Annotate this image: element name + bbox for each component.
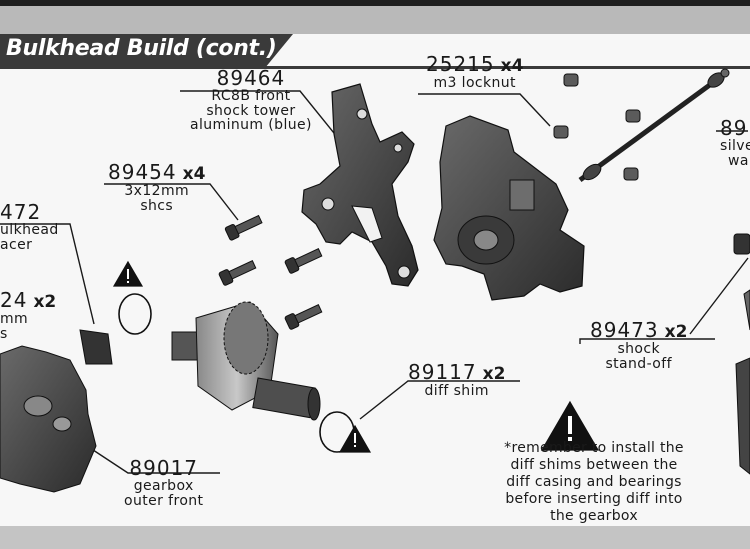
part-desc-line: shcs — [140, 197, 174, 214]
top-border — [0, 0, 750, 6]
exploded-view-illustration — [0, 68, 750, 493]
part-number: 89117 — [408, 360, 477, 384]
part-desc-line: shock tower — [206, 102, 296, 119]
part-desc-line: shock — [617, 340, 660, 357]
diff-shim-left — [118, 293, 152, 335]
part-number: 89 — [720, 116, 748, 140]
warning-note-line: *remember to install the — [504, 440, 684, 456]
screws — [218, 214, 323, 330]
part-desc-line: wa — [728, 152, 749, 169]
part-desc-line: ulkhead — [0, 222, 59, 238]
part-quantity: x2 — [33, 292, 57, 312]
part-quantity: x2 — [664, 322, 688, 342]
leader-standoff-2 — [689, 257, 749, 335]
part-number: 89473 — [590, 318, 659, 342]
warning-icon — [112, 260, 600, 453]
bulkhead-part — [433, 115, 585, 301]
part-desc-line: 3x12mm — [124, 182, 190, 199]
warning-note-line: diff shims between the — [510, 457, 678, 473]
driveshaft-part — [578, 68, 730, 183]
part-number: 472 — [0, 200, 42, 224]
part-desc-line: aluminum (blue) — [190, 117, 312, 134]
leader-diff-shim — [359, 380, 520, 420]
bottom-border — [0, 526, 750, 549]
part-desc-line: gearbox — [133, 478, 194, 494]
right-edge-parts — [733, 233, 750, 475]
callout-spacer: 472 ulkhead acer — [0, 202, 59, 252]
part-desc-line: silve — [720, 138, 750, 154]
part-number: 89454 — [108, 160, 177, 184]
section-title: Bulkhead Build (cont.) — [6, 36, 277, 61]
title-rule — [0, 66, 750, 69]
warning-note-line: diff casing and bearings — [506, 474, 682, 490]
warning-note-line: before inserting diff into — [505, 491, 683, 507]
differential-part — [171, 301, 321, 421]
locknuts — [553, 73, 641, 181]
part-desc-line: acer — [0, 236, 33, 253]
warning-note-line: the gearbox — [550, 508, 638, 524]
callout-right-edge: 89 silve wa — [720, 118, 750, 168]
callout-shock-tower: 89464 RC8B front shock tower aluminum (b… — [190, 68, 312, 133]
warning-note: *remember to install the diff shims betw… — [468, 440, 720, 525]
part-desc-line: stand-off — [605, 355, 672, 372]
leader-standoff — [579, 338, 715, 344]
leader-screw — [104, 183, 239, 221]
part-desc: diff shim — [424, 382, 489, 399]
leader-lines — [0, 90, 749, 474]
part-number: 24 — [0, 288, 28, 312]
part-quantity: x4 — [182, 164, 206, 184]
part-desc-line: RC8B front — [211, 88, 291, 104]
bulkhead-spacer-part — [79, 329, 113, 365]
part-number: 25215 — [426, 52, 495, 76]
part-desc-line: s — [0, 325, 8, 342]
leader-spacer — [0, 223, 95, 325]
part-quantity: x2 — [482, 364, 506, 384]
part-desc-line: outer front — [124, 492, 204, 509]
part-desc-line: mm — [0, 310, 29, 327]
leader-gearbox — [83, 443, 220, 474]
part-number: 89464 — [216, 66, 286, 90]
leader-locknut — [418, 93, 551, 127]
leader-shock-tower — [180, 90, 339, 139]
instruction-sheet: Bulkhead Build (cont.) — [0, 34, 750, 526]
section-header: Bulkhead Build (cont.) — [0, 34, 293, 66]
shock-tower-part — [301, 83, 419, 287]
part-quantity: x4 — [500, 56, 524, 76]
callout-gearbox: 89017 gearbox outer front — [124, 458, 203, 508]
gearbox-outer-part — [0, 345, 97, 493]
part-desc: m3 locknut — [433, 74, 516, 91]
part-number: 89017 — [129, 456, 199, 480]
